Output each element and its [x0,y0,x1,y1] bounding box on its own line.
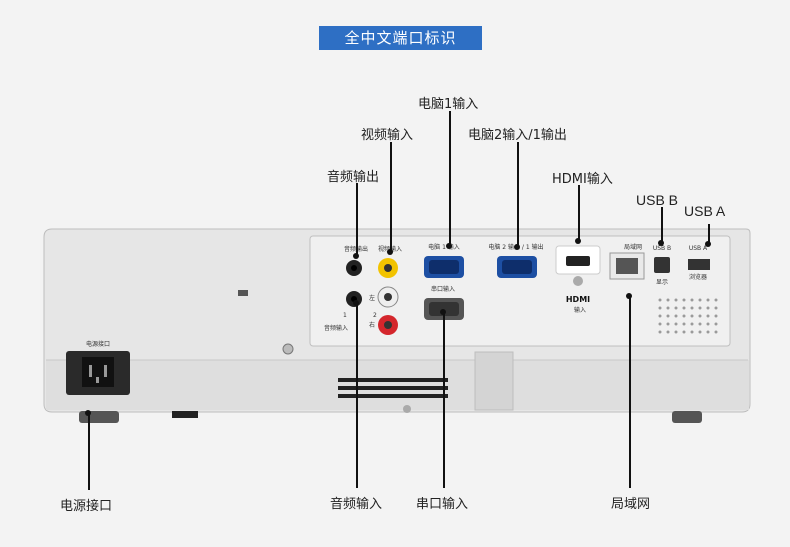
leader-dot-serial-in [440,309,446,315]
panel-label-hdmi-logo: HDMI [566,295,590,304]
leader-dot-usb-b [658,240,664,246]
leader-dot-power [85,410,91,416]
leader-line-audio-in [356,303,358,488]
leader-line-computer-in-1 [449,111,451,245]
panel-label-lan: 局域网 [624,243,642,251]
leader-line-usb-b [661,207,663,243]
panel-label-computer-1: 电脑 1 输入 [428,243,460,251]
panel-label-right: 右 [369,321,375,329]
callout-hdmi-in: HDMI输入 [552,172,613,187]
leader-line-serial-in [443,312,445,488]
panel-label-two: 2 [373,312,377,319]
panel-label-power: 电源接口 [86,340,110,348]
panel-label-audio-in: 音频输入 [324,324,348,332]
leader-line-lan [629,296,631,488]
leader-line-audio-out [356,183,358,256]
callout-audio-in: 音频输入 [330,497,383,512]
leader-dot-hdmi [575,238,581,244]
leader-dot-computer-in2 [514,244,520,250]
callout-serial-in: 串口输入 [416,497,469,512]
callout-computer-in2-out1: 电脑2输入/1输出 [468,128,567,143]
panel-label-usb-a: USB A [689,245,708,252]
leader-dot-lan [626,293,632,299]
callout-usb-a: USB A [684,203,726,219]
panel-label-display: 显示 [656,279,668,286]
leader-line-usb-a [708,224,710,244]
leader-dot-computer-in-1 [446,243,452,249]
panel-label-left: 左 [369,294,375,302]
callout-usb-b: USB B [636,192,679,208]
leader-line-computer-in2 [517,142,519,247]
leader-dot-audio-out [353,253,359,259]
panel-label-browser: 浏览器 [689,273,707,281]
panel-label-one: 1 [343,312,347,319]
panel-label-hdmi-in: 输入 [574,306,586,314]
leader-line-hdmi [578,185,580,241]
leader-dot-video-in [387,249,393,255]
panel-label-usb-b: USB B [653,245,671,252]
panel-label-serial: 串口输入 [431,285,455,293]
callout-power-port: 电源接口 [60,499,113,514]
callout-lan: 局域网 [611,497,651,512]
leader-dot-audio-in [353,300,359,306]
banner-title: 全中文端口标识 [319,26,482,50]
leader-line-power [88,415,90,490]
callout-audio-out: 音频输出 [327,170,380,185]
callout-video-in: 视频输入 [361,128,414,143]
leader-dot-usb-a [705,241,711,247]
callout-computer-in-1: 电脑1输入 [418,97,479,112]
leader-line-video-in [390,142,392,252]
